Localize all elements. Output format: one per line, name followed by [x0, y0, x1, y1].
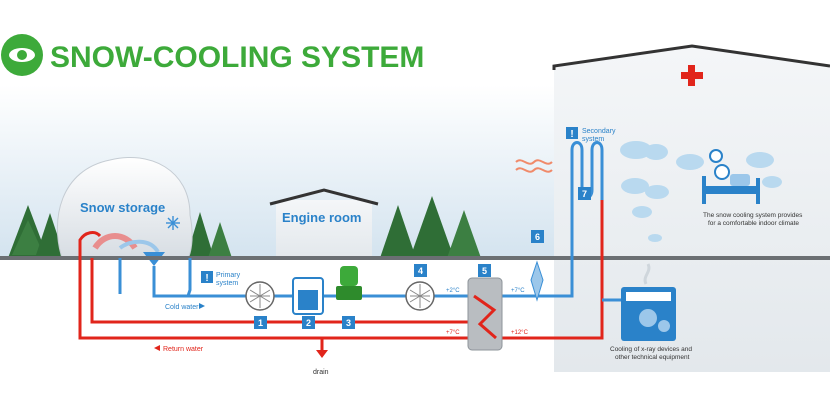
snow-storage-label: Snow storage: [80, 200, 165, 215]
svg-text:4: 4: [418, 266, 423, 276]
svg-text:1: 1: [258, 318, 263, 328]
svg-text:6: 6: [535, 232, 540, 242]
component-badge-4: 4: [414, 264, 427, 277]
cooling-unit-icon: [530, 260, 544, 302]
equipment-label-2: other technical equipment: [615, 354, 690, 361]
svg-text:7: 7: [582, 189, 587, 199]
page-title: SNOW-COOLING SYSTEM: [50, 41, 424, 74]
pump-icon: [336, 266, 362, 300]
meltwater-inflow: [92, 233, 138, 250]
temp-primary-supply: +2°C: [446, 288, 460, 294]
tree-mid-3: [447, 210, 481, 258]
temp-primary-return: +7°C: [446, 330, 460, 336]
tree-left-1: [8, 205, 48, 258]
tree-snow-1: [186, 212, 214, 258]
component-badge-3: 3: [342, 316, 355, 329]
drain-label: drain: [313, 369, 329, 376]
heat-exchanger-icon: [467, 277, 503, 351]
component-badge-7: 7: [578, 187, 591, 200]
meltwater-flow: [118, 239, 160, 254]
secondary-system-label-2: system: [582, 136, 604, 143]
exhaust-steam: [643, 263, 651, 285]
secondary-system-label-1: Secondary: [582, 128, 616, 135]
logo-eye-icon: [1, 34, 43, 76]
heat-wave-1: [515, 159, 553, 165]
equipment-label-1: Cooling of x-ray devices and: [610, 346, 692, 353]
hospital-building: [552, 44, 830, 372]
primary-system-label-2: system: [216, 280, 238, 287]
svg-text:3: 3: [346, 318, 351, 328]
temp-secondary-supply: +7°C: [511, 288, 525, 294]
info-icon: !: [566, 127, 578, 140]
patient-bed-icon: [702, 149, 760, 204]
cold-water-label: Cold water: [165, 304, 199, 311]
drain-icon: [316, 350, 328, 358]
primary-system-label-1: Primary: [216, 272, 241, 279]
equipment-cabinet-icon: [621, 287, 676, 341]
indoor-climate-label-2: for a comfortable indoor climate: [708, 220, 799, 227]
temp-secondary-return: +12°C: [511, 330, 529, 336]
svg-text:2: 2: [306, 318, 311, 328]
cold-water-arrow: [199, 303, 205, 309]
component-badge-5: 5: [478, 264, 491, 277]
info-icon: !: [201, 271, 213, 284]
tree-mid-2: [410, 196, 454, 258]
tree-snow-2: [208, 222, 232, 258]
tank-icon: [292, 277, 324, 315]
tree-mid-1: [380, 205, 416, 258]
svg-text:!: !: [205, 273, 208, 284]
tree-left-2: [35, 213, 65, 258]
heat-wave-2: [515, 167, 553, 173]
component-badge-1: 1: [254, 316, 267, 329]
svg-text:5: 5: [482, 266, 487, 276]
return-water-label: Return water: [163, 346, 204, 353]
engine-room-building: [269, 188, 379, 258]
ground-line: [0, 256, 830, 260]
indoor-climate-label-1: The snow cooling system provides: [703, 212, 803, 219]
engine-room-label: Engine room: [282, 210, 361, 225]
svg-text:!: !: [570, 129, 573, 140]
red-cross-icon: [681, 65, 703, 86]
snowflake-icon: [166, 216, 180, 230]
filter-icon: [245, 281, 275, 311]
component-badge-2: 2: [302, 316, 315, 329]
filter-icon: [405, 281, 435, 311]
return-water-arrow: [154, 345, 160, 351]
cool-air-clouds: [620, 141, 782, 242]
component-badge-6: 6: [531, 230, 544, 243]
